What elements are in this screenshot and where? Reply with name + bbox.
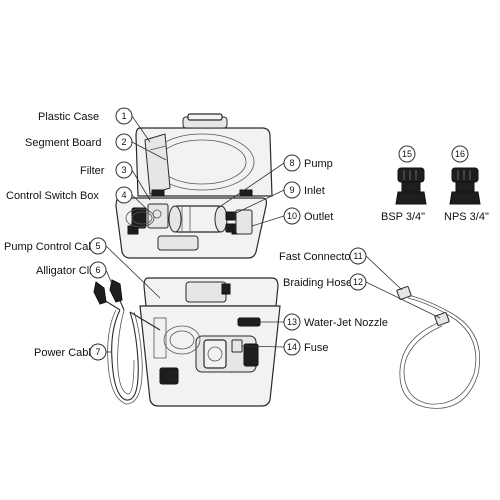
label-water-jet-nozzle: Water-Jet Nozzle — [304, 317, 388, 329]
callout-3: 3 — [121, 165, 126, 175]
callout-4: 4 — [121, 190, 126, 200]
callouts-left: Plastic Case 1 Segment Board 2 Filter 3 … — [4, 107, 133, 361]
label-inlet: Inlet — [304, 185, 325, 197]
callouts-middle: 8 Pump 9 Inlet 10 Outlet 13 Water-Jet No… — [283, 154, 388, 356]
label-fast-connector: Fast Connector — [279, 251, 355, 263]
callout-10: 10 — [287, 211, 297, 221]
label-power-cable: Power Cable — [34, 347, 97, 359]
callout-5: 5 — [95, 241, 100, 251]
label-filter: Filter — [80, 165, 105, 177]
label-pump-control-cable: Pump Control Cable — [4, 241, 103, 253]
label-nps: NPS 3/4" — [444, 211, 489, 223]
label-outlet: Outlet — [304, 211, 333, 223]
label-bsp: BSP 3/4" — [381, 211, 425, 223]
callout-8: 8 — [289, 158, 294, 168]
label-fuse: Fuse — [304, 342, 328, 354]
callout-7: 7 — [95, 347, 100, 357]
label-alligator-clip: Alligator Clip — [36, 265, 98, 277]
callout-12: 12 — [353, 277, 363, 287]
label-segment-board: Segment Board — [25, 137, 101, 149]
callout-2: 2 — [121, 137, 126, 147]
braided-hose-illustration — [396, 286, 481, 409]
callout-9: 9 — [289, 185, 294, 195]
label-plastic-case: Plastic Case — [38, 111, 99, 123]
power-cable-illustration — [103, 295, 161, 405]
alligator-clip-illustration — [93, 279, 123, 305]
callout-1: 1 — [121, 111, 126, 121]
callout-11: 11 — [353, 251, 362, 261]
open-case-illustration — [115, 113, 273, 259]
callouts-right: 15 BSP 3/4" 16 NPS 3/4" Fast Connector 1… — [279, 145, 489, 291]
callout-16: 16 — [455, 149, 465, 159]
closed-case-illustration — [139, 277, 281, 407]
callout-6: 6 — [95, 265, 100, 275]
connector-nps-illustration — [449, 167, 481, 205]
callout-13: 13 — [287, 317, 297, 327]
label-braiding-hose: Braiding Hose — [283, 277, 352, 289]
callout-14: 14 — [287, 342, 297, 352]
connector-bsp-illustration — [395, 167, 427, 205]
leader-lines — [105, 115, 441, 353]
callout-15: 15 — [402, 149, 412, 159]
label-control-switch-box: Control Switch Box — [6, 190, 99, 202]
label-pump: Pump — [304, 158, 333, 170]
